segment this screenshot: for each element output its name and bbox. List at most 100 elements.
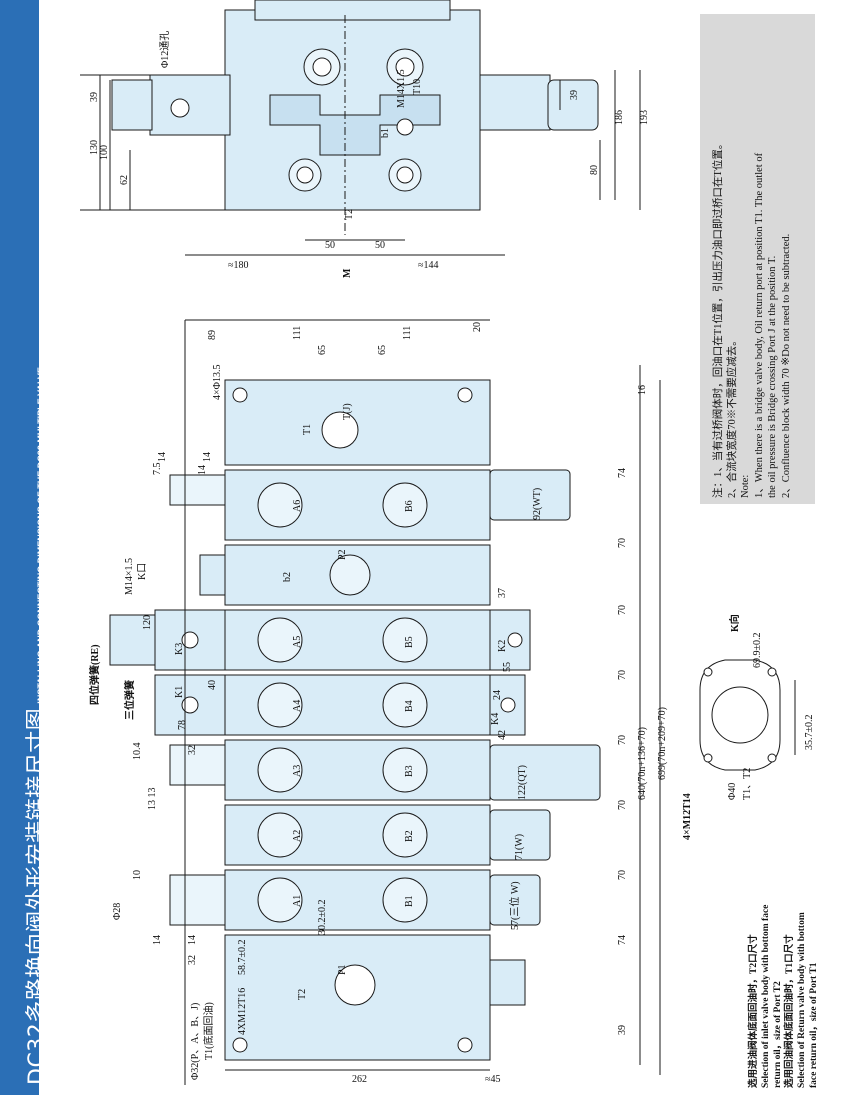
flange-a4: [257, 682, 303, 728]
mount-hole-4: [457, 1037, 473, 1053]
top-cap: [254, 0, 451, 21]
lbl-b1-top: b1: [380, 128, 391, 138]
lbl-186: 186: [614, 110, 625, 125]
lbl-57: 57(三位 W): [508, 881, 521, 930]
lbl-jw: 四位弹簧(RE): [88, 644, 101, 705]
lbl-71: 71(W): [514, 834, 525, 860]
k2-port: [507, 632, 523, 648]
lbl-1313: 13 13: [147, 788, 158, 811]
bottom-note-6: face return oil，size of Port T1: [809, 962, 819, 1089]
flange-a3: [257, 747, 303, 793]
lbl-k-phi40: Φ40: [727, 783, 738, 800]
lbl-tj: T(J): [342, 403, 353, 420]
k1-port: [181, 696, 199, 714]
top-view: [80, 0, 641, 256]
lbl-k-699: 69.9±0.2: [752, 633, 763, 669]
lbl-193: 193: [639, 110, 650, 125]
flange-a5: [257, 617, 303, 663]
lbl-m14k: M14×1.5: [124, 558, 135, 595]
lbl-14d: 14: [152, 935, 163, 945]
lbl-144: ≈144: [418, 260, 439, 271]
lbl-k2: K2: [497, 640, 508, 652]
lbl-180: ≈180: [228, 260, 249, 271]
lbl-302: 30.2±0.2: [317, 900, 328, 936]
lbl-65b: 65: [377, 345, 388, 355]
lbl-24: 24: [492, 690, 503, 700]
top-center-plate: [269, 94, 441, 156]
lbl-62: 62: [119, 175, 130, 185]
lbl-42: 42: [497, 730, 508, 740]
flange-b4: [382, 682, 428, 728]
lbl-a1: A1: [292, 895, 303, 907]
k-hole-1: [703, 667, 713, 677]
lbl-587: 58.7±0.2: [237, 940, 248, 976]
lbl-k-357: 35.7±0.2: [804, 715, 815, 751]
lbl-b3: B3: [404, 765, 415, 777]
lbl-view-k: K向: [728, 614, 741, 632]
top-body: [224, 9, 481, 211]
lbl-40: 40: [207, 680, 218, 690]
k-hole-2: [767, 667, 777, 677]
flange-p2: [329, 554, 371, 596]
k3-port: [181, 631, 199, 649]
lbl-122: 122(QT): [517, 765, 528, 800]
flange-b1: [382, 877, 428, 923]
top-port-1-inner: [312, 57, 332, 77]
lbl-14b: 14: [202, 452, 213, 462]
lbl-14c: 14: [197, 465, 208, 475]
lever-3: [169, 744, 226, 786]
top-right-end: [547, 79, 599, 131]
lbl-p2: P2: [337, 549, 348, 560]
lbl-4xm12a: 4XM12T16: [237, 988, 248, 1035]
flange-a6: [257, 482, 303, 528]
flange-a2: [257, 812, 303, 858]
bottom-note-4: 选用回油阀体底面回油时，T1口尺寸: [785, 934, 795, 1088]
lbl-phi28: Φ28: [112, 903, 123, 920]
k-hole-3: [703, 753, 713, 763]
lbl-104: 10.4: [132, 743, 143, 761]
lbl-m14-top: M14X1.5: [396, 69, 407, 108]
actuator-122: [489, 744, 601, 801]
k-hole-4: [767, 753, 777, 763]
lbl-a3: A3: [292, 765, 303, 777]
top-port-b1: [396, 118, 414, 136]
lbl-p1: P1: [337, 964, 348, 975]
lbl-b1: B1: [404, 895, 415, 907]
top-left-port: [170, 98, 190, 118]
lbl-phi12: Φ12通孔: [159, 31, 171, 68]
lbl-phi32: Φ32(P、A、B、J): [190, 1003, 201, 1080]
k-bore: [711, 686, 769, 744]
lbl-70e: 70: [617, 800, 628, 810]
port-t1: [321, 411, 359, 449]
bottom-note-1: 选用进油阀体底面回油时，T2口尺寸: [749, 934, 759, 1088]
lbl-262: 262: [352, 1074, 367, 1085]
lbl-74b: 74: [617, 935, 628, 945]
flange-b5: [382, 617, 428, 663]
lbl-70f: 70: [617, 870, 628, 880]
lbl-view-m: M: [342, 268, 353, 278]
actuator-71: [489, 809, 551, 861]
lbl-699: 699(70n+209+70): [657, 707, 668, 780]
lbl-14a: 14: [157, 452, 168, 462]
top-right-block: [479, 74, 551, 131]
confluence-k: [199, 554, 226, 596]
lbl-39c: 39: [617, 1025, 628, 1035]
lbl-120: 120: [142, 615, 153, 630]
lbl-75: 7.5: [152, 463, 163, 476]
flange-b3: [382, 747, 428, 793]
lbl-a5: A5: [292, 636, 303, 648]
lbl-39b: 39: [569, 90, 580, 100]
lbl-70c: 70: [617, 670, 628, 680]
lbl-640: 640(70n+136+70): [637, 727, 648, 800]
bottom-notes: 选用进油阀体底面回油时，T2口尺寸 Selection of inlet val…: [748, 905, 820, 1088]
lbl-130: 130: [89, 140, 100, 155]
lbl-111a: 111: [292, 326, 303, 340]
top-left-block: [149, 74, 231, 136]
lbl-kk: K口: [137, 563, 148, 580]
lbl-k-4xm12: 4×M12T14: [682, 793, 693, 840]
bottom-note-5: Selection of Return valve body with bott…: [797, 912, 807, 1088]
lbl-a4: A4: [292, 700, 303, 712]
spring-k3-cap: [109, 614, 156, 666]
note-cn-2: 2、合流块宽度70※不需要应减去。: [726, 335, 738, 498]
